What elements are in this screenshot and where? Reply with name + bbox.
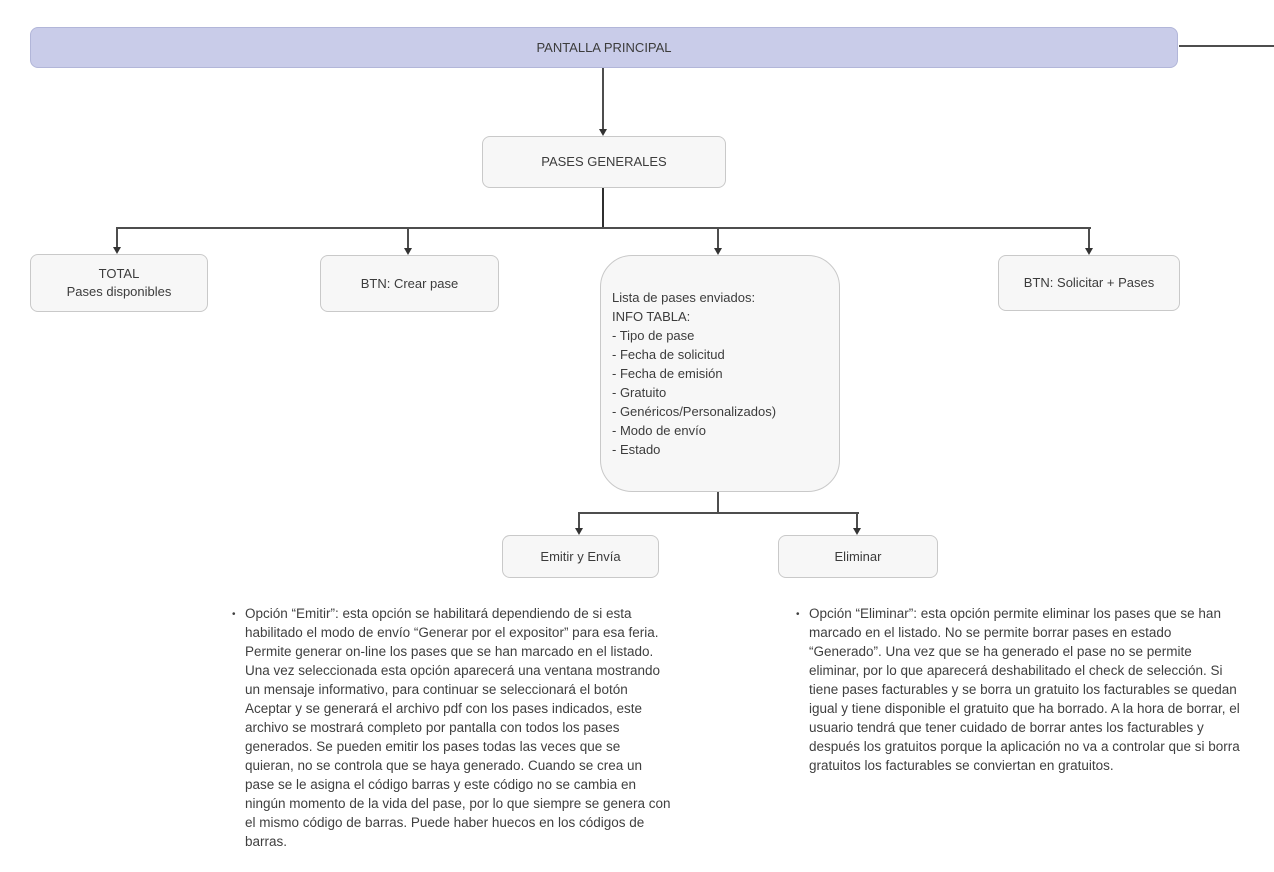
note-opcion-emitir-text: Opción “Emitir”: esta opción se habilita… [245,606,671,849]
node-total-line1: TOTAL [98,266,140,281]
bullet-icon: • [232,609,236,620]
arrowhead-emitir [575,528,583,535]
lista-line-fecha-emision: - Fecha de emisión [612,366,723,381]
node-btn-solicitar-pases-label: BTN: Solicitar + Pases [1023,275,1155,290]
node-total-line2: Pases disponibles [66,284,172,299]
connector-main-stem [602,188,604,229]
arrowhead-lista [714,248,722,255]
node-eliminar: Eliminar [778,535,938,578]
note-opcion-eliminar-text: Opción “Eliminar”: esta opción permite e… [809,606,1240,773]
node-emitir-y-envia: Emitir y Envía [502,535,659,578]
connector-actions-branch [578,512,859,514]
node-emitir-y-envia-label: Emitir y Envía [540,548,621,564]
connector-drop-solicitar [1088,227,1090,248]
connector-drop-crear [407,227,409,248]
connector-root-to-main [602,68,604,129]
note-opcion-eliminar: • Opción “Eliminar”: esta opción permite… [796,604,1242,775]
lista-line-info: INFO TABLA: [612,309,691,324]
connector-lista-stem [717,492,719,513]
connector-drop-total [116,227,118,248]
lista-line-tipo: - Tipo de pase [612,328,695,343]
node-pantalla-principal-label: PANTALLA PRINCIPAL [536,39,672,55]
connector-children-branch [116,227,1091,229]
lista-line-modo-envio: - Modo de envío [612,423,706,438]
lista-line-title: Lista de pases enviados: [612,290,756,305]
connector-drop-emitir [578,512,580,529]
lista-line-genericos: - Genéricos/Personalizados) [612,404,777,419]
node-btn-solicitar-pases: BTN: Solicitar + Pases [998,255,1180,311]
arrowhead-eliminar [853,528,861,535]
node-pantalla-principal: PANTALLA PRINCIPAL [30,27,1178,68]
node-eliminar-label: Eliminar [834,548,882,564]
lista-line-gratuito: - Gratuito [612,385,667,400]
arrowhead-main [599,129,607,136]
node-pases-generales-label: PASES GENERALES [541,154,667,169]
node-btn-crear-pase: BTN: Crear pase [320,255,499,312]
arrowhead-total [113,247,121,254]
connector-drop-eliminar [856,512,858,529]
node-pases-generales: PASES GENERALES [482,136,726,188]
node-lista-pases-enviados: Lista de pases enviados: INFO TABLA: - T… [600,255,840,492]
connector-drop-lista [717,227,719,248]
node-total-pases-disponibles: TOTAL Pases disponibles [30,254,208,312]
node-btn-crear-pase-label: BTN: Crear pase [360,275,459,291]
lista-line-estado: - Estado [612,442,661,457]
bullet-icon: • [796,609,800,620]
note-opcion-emitir: • Opción “Emitir”: esta opción se habili… [232,604,672,851]
lista-line-fecha-solicitud: - Fecha de solicitud [612,347,725,362]
arrowhead-crear [404,248,412,255]
arrowhead-solicitar [1085,248,1093,255]
connector-root-right [1179,45,1274,47]
